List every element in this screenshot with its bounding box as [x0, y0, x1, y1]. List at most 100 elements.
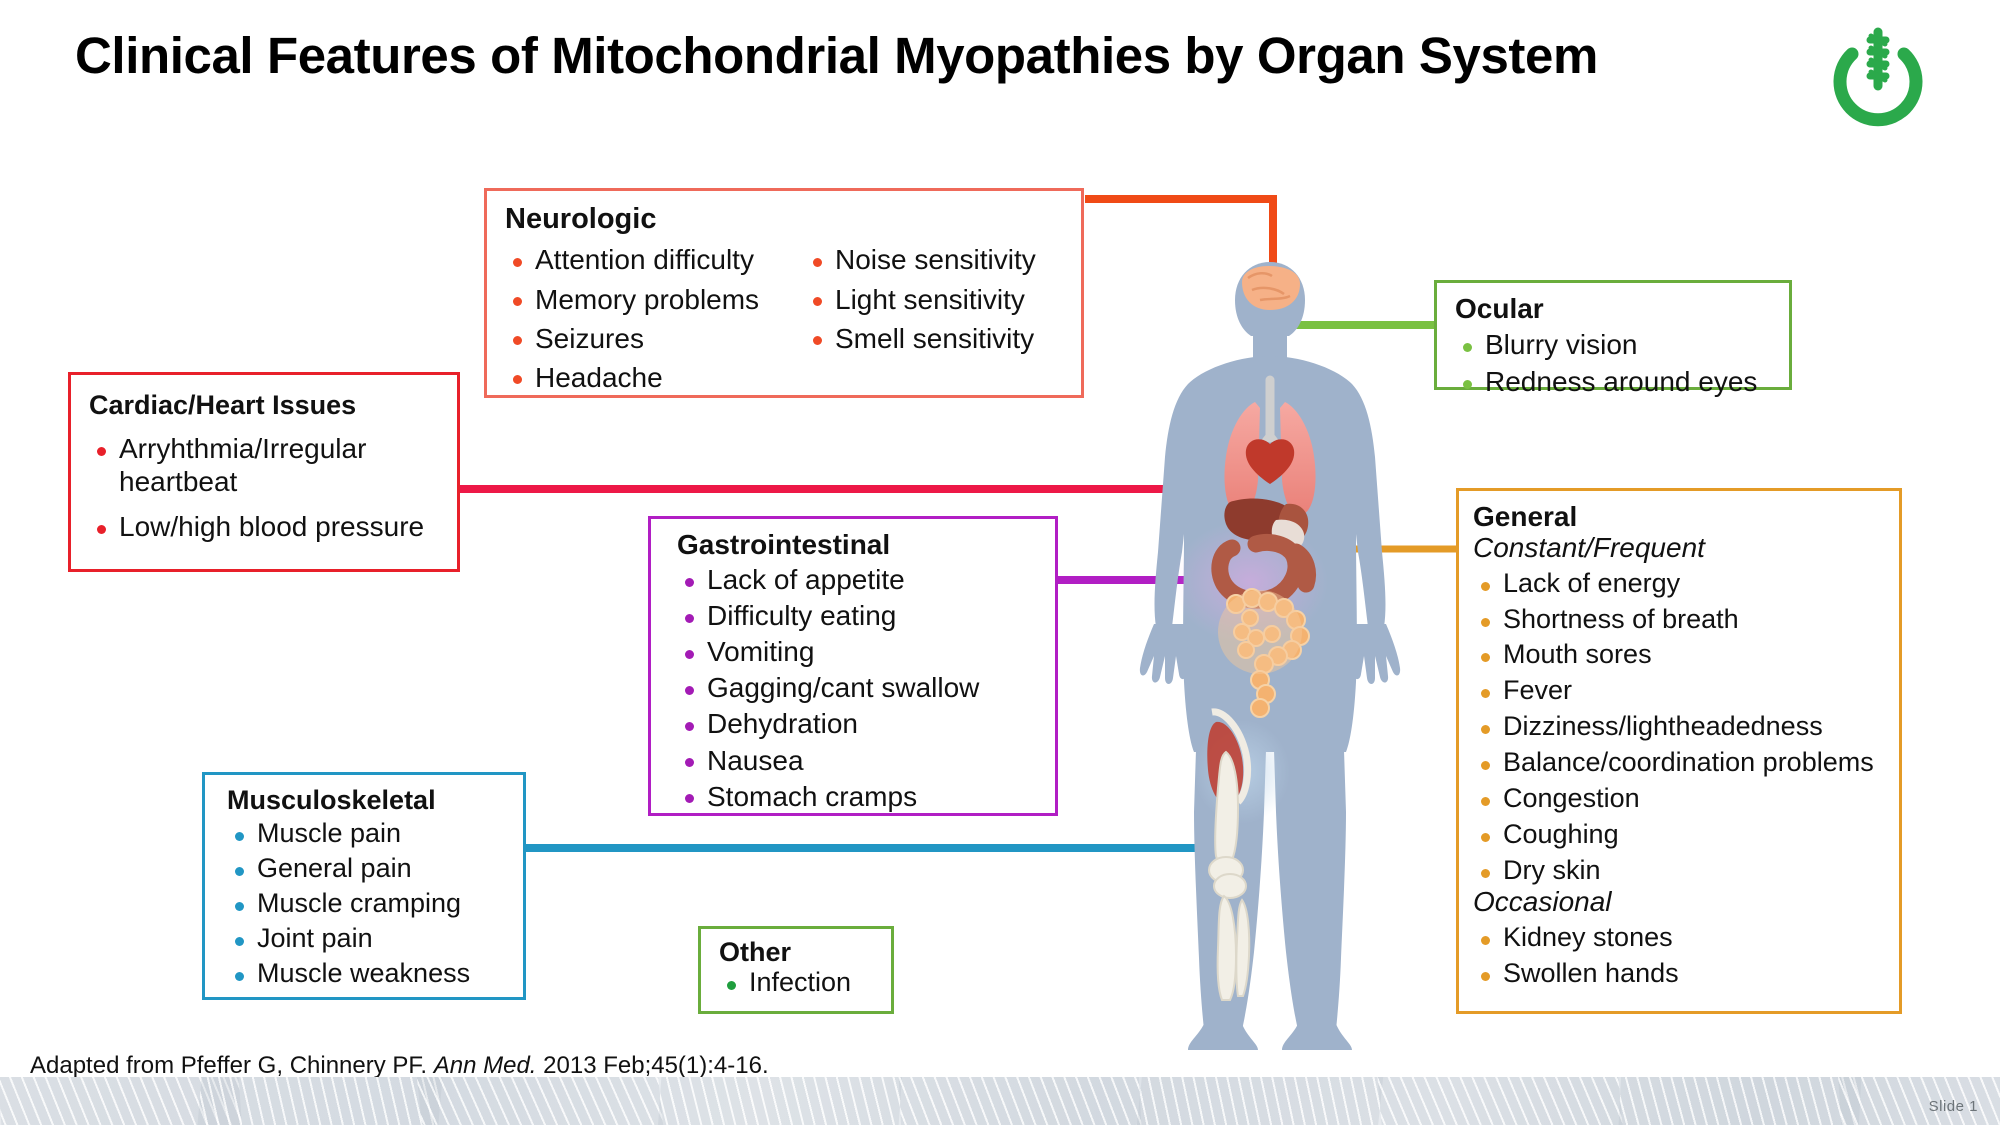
bullet-icon: [685, 686, 694, 695]
bullet-icon: [513, 375, 522, 385]
feather-texture: [657, 1077, 903, 1125]
box-neurologic[interactable]: Neurologic Attention difficulty Memory p…: [484, 188, 1084, 398]
box-musculoskeletal[interactable]: Musculoskeletal Muscle pain General pain…: [202, 772, 526, 1000]
bullet-icon: [235, 867, 244, 877]
list-item: Seizures: [505, 322, 805, 355]
bullet-icon: [685, 794, 694, 804]
bullet-icon: [1481, 581, 1490, 591]
list-item: Attention difficulty: [505, 243, 805, 276]
box-cardiac-list: Arryhthmia/Irregular heartbeat Low/high …: [89, 432, 457, 543]
box-musculoskeletal-list: Muscle pain General pain Muscle cramping…: [227, 818, 523, 989]
box-neurologic-list-column-2: Noise sensitivity Light sensitivity Smel…: [805, 237, 1055, 393]
list-item: Coughing: [1473, 819, 1899, 851]
box-general-list-occasional: Kidney stones Swollen hands: [1473, 922, 1899, 990]
bullet-icon: [685, 613, 694, 623]
list-item: Dizziness/lightheadedness: [1473, 711, 1899, 743]
bullet-icon: [235, 936, 244, 946]
bullet-icon: [685, 758, 694, 768]
bullet-icon: [727, 981, 736, 991]
list-item: Kidney stones: [1473, 922, 1899, 954]
intestines: [1211, 534, 1317, 718]
list-item: General pain: [227, 853, 523, 885]
list-item: Memory problems: [505, 283, 805, 316]
list-item: Gagging/cant swallow: [677, 671, 1055, 704]
list-item: Dry skin: [1473, 855, 1899, 887]
bullet-icon: [1481, 725, 1490, 735]
list-item: Light sensitivity: [805, 283, 1055, 316]
box-ocular-list: Blurry vision Redness around eyes: [1455, 328, 1789, 398]
list-item: Noise sensitivity: [805, 243, 1055, 276]
list-item: Muscle weakness: [227, 958, 523, 990]
bullet-icon: [685, 577, 694, 587]
list-item: Smell sensitivity: [805, 322, 1055, 355]
list-item: Dehydration: [677, 707, 1055, 740]
list-item: Nausea: [677, 744, 1055, 777]
list-item: Lack of energy: [1473, 568, 1899, 600]
box-other[interactable]: Other Infection: [698, 926, 894, 1014]
box-other-list: Infection: [719, 967, 891, 999]
bullet-icon: [97, 446, 106, 456]
box-cardiac[interactable]: Cardiac/Heart Issues Arryhthmia/Irregula…: [68, 372, 460, 572]
liver-stomach: [1224, 498, 1309, 552]
footer-band: [0, 1077, 2000, 1125]
feather-texture: [1136, 1077, 1384, 1125]
box-other-header: Other: [719, 937, 792, 967]
list-item: Infection: [719, 967, 891, 999]
feather-texture: [1376, 1077, 1624, 1125]
bullet-icon: [1463, 379, 1472, 389]
bullet-icon: [513, 297, 522, 307]
bullet-icon: [813, 258, 822, 268]
heart: [1245, 439, 1295, 484]
list-item: Balance/coordination problems: [1473, 747, 1899, 779]
bullet-icon: [1481, 971, 1490, 981]
list-item: Joint pain: [227, 923, 523, 955]
citation-prefix: Adapted from Pfeffer G, Chinnery PF.: [30, 1052, 434, 1079]
box-cardiac-header: Cardiac/Heart Issues: [89, 390, 357, 420]
box-general-list-constant: Lack of energy Shortness of breath Mouth…: [1473, 568, 1899, 887]
list-item: Muscle pain: [227, 818, 523, 850]
list-item: Muscle cramping: [227, 888, 523, 920]
citation: Adapted from Pfeffer G, Chinnery PF. Ann…: [30, 1052, 769, 1080]
bullet-icon: [513, 258, 522, 268]
list-item: Shortness of breath: [1473, 604, 1899, 636]
box-musculoskeletal-header: Musculoskeletal: [227, 785, 436, 815]
feather-texture: [897, 1077, 1143, 1125]
bullet-icon: [235, 971, 244, 981]
bullet-icon: [513, 336, 522, 346]
box-ocular[interactable]: Ocular Blurry vision Redness around eyes: [1434, 280, 1792, 397]
box-general-subheader-constant: Constant/Frequent: [1473, 532, 1705, 564]
box-ocular-header: Ocular: [1455, 293, 1544, 324]
list-item: Low/high blood pressure: [89, 510, 457, 543]
list-item: Swollen hands: [1473, 958, 1899, 990]
bullet-icon: [1481, 796, 1490, 806]
box-general-header: General: [1473, 501, 1578, 532]
box-general[interactable]: General Constant/Frequent Lack of energy…: [1456, 488, 1902, 1014]
bullet-icon: [1481, 689, 1490, 699]
list-item: Vomiting: [677, 635, 1055, 668]
bullet-icon: [1481, 868, 1490, 878]
human-body-anatomy-diagram: [1139, 262, 1401, 1050]
page-title: Clinical Features of Mitochondrial Myopa…: [75, 27, 1598, 84]
bullet-icon: [1481, 617, 1490, 627]
bullet-icon: [813, 336, 822, 346]
feather-texture: [196, 1077, 444, 1125]
leg-bones: [1208, 750, 1251, 1001]
box-neurologic-list-column-1: Attention difficulty Memory problems Sei…: [505, 237, 805, 393]
bullet-icon: [1481, 653, 1490, 663]
box-gastrointestinal[interactable]: Gastrointestinal Lack of appetite Diffic…: [648, 516, 1058, 816]
citation-suffix: 2013 Feb;45(1):4-16.: [536, 1052, 769, 1079]
mitochondria-power-logo: [1818, 24, 1938, 144]
bullet-icon: [1463, 342, 1472, 352]
list-item: Arryhthmia/Irregular heartbeat: [89, 432, 457, 498]
feather-texture: [416, 1077, 664, 1125]
box-gastrointestinal-list: Lack of appetite Difficulty eating Vomit…: [677, 563, 1055, 812]
box-neurologic-header: Neurologic: [505, 203, 657, 235]
list-item: Redness around eyes: [1455, 365, 1789, 398]
box-gastrointestinal-header: Gastrointestinal: [677, 529, 891, 560]
citation-journal: Ann Med.: [433, 1052, 537, 1079]
bullet-icon: [1481, 832, 1490, 842]
list-item: Congestion: [1473, 783, 1899, 815]
list-item: Stomach cramps: [677, 780, 1055, 813]
box-general-subheader-occasional: Occasional: [1473, 886, 1612, 918]
